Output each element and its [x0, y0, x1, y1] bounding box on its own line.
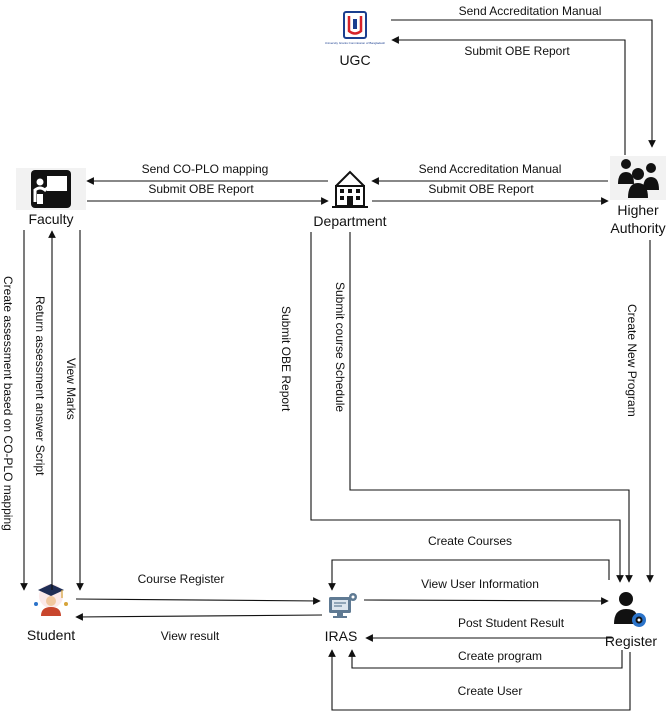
edge-dept-to-register-obe: Submit OBE Report	[279, 232, 624, 583]
teacher-board-icon	[31, 170, 71, 208]
edge-dept-to-ha: Submit OBE Report	[372, 182, 609, 205]
edge-label: Post Student Result	[458, 616, 565, 630]
edge-label: Create Courses	[428, 534, 512, 548]
edge-dept-to-faculty: Send CO-PLO mapping	[86, 162, 328, 185]
edge-label: Submit course Schedule	[333, 282, 347, 412]
edge-student-to-iras: Course Register	[75, 572, 321, 605]
node-student: Student	[27, 584, 75, 643]
edge-label: Create assessment based on CO-PLO mappin…	[1, 276, 15, 531]
student-label: Student	[27, 627, 75, 643]
edge-ugc-to-ha: Submit OBE Report	[391, 36, 626, 155]
edge-ha-to-ugc: Send Accreditation Manual	[391, 4, 656, 148]
edge-iras-to-student: View result	[75, 613, 323, 643]
node-iras: IRAS	[325, 593, 358, 644]
ugc-label: UGC	[339, 52, 370, 68]
edge-label: Submit OBE Report	[428, 182, 534, 196]
edge-faculty-to-student-create: Create assessment based on CO-PLO mappin…	[1, 230, 28, 591]
edge-register-to-iras-user: Create User	[328, 649, 631, 711]
edge-label: View Marks	[64, 358, 78, 420]
ugc-logo-icon	[343, 11, 367, 39]
edge-dept-to-register-schedule: Submit course Schedule	[333, 232, 633, 583]
node-register: Register	[605, 592, 657, 649]
edge-label: Send Accreditation Manual	[419, 162, 562, 176]
register-label: Register	[605, 633, 657, 649]
edge-label: Create program	[458, 649, 542, 663]
group-people-icon	[618, 159, 659, 198]
higher-authority-label-line1: Higher	[617, 202, 659, 218]
edge-register-to-iras-courses: Create Courses	[328, 534, 610, 591]
edge-label: Submit OBE Report	[464, 44, 570, 58]
department-label: Department	[313, 213, 386, 229]
computer-system-icon	[329, 593, 357, 618]
node-ugc: University Grants Commission of Banglade…	[325, 11, 386, 68]
edge-label: View result	[161, 629, 220, 643]
node-faculty: Faculty	[16, 168, 86, 227]
higher-authority-label-line2: Authority	[610, 220, 665, 236]
edge-faculty-to-student-marks: View Marks	[64, 230, 84, 591]
edge-register-to-iras-post: Post Student Result	[365, 616, 612, 642]
edge-register-to-iras-program: Create program	[348, 649, 623, 669]
edge-label: Submit OBE Report	[148, 182, 254, 196]
user-gear-icon	[614, 592, 646, 627]
graduate-student-icon	[34, 584, 68, 616]
iras-label: IRAS	[325, 628, 358, 644]
edge-label: Course Register	[138, 572, 225, 586]
edge-label: Create New Program	[625, 304, 639, 417]
edge-label: Send CO-PLO mapping	[142, 162, 269, 176]
edge-label: View User Information	[421, 577, 539, 591]
edge-label: Submit OBE Report	[279, 306, 293, 412]
edge-label: Return assessment answer Script	[33, 296, 47, 476]
edge-label: Create User	[458, 684, 523, 698]
node-department: Department	[313, 170, 387, 229]
edge-iras-to-register-info: View User Information	[363, 577, 609, 605]
building-icon	[332, 170, 368, 208]
edge-label: Send Accreditation Manual	[459, 4, 602, 18]
edge-ha-to-dept: Send Accreditation Manual	[371, 162, 608, 185]
faculty-label: Faculty	[28, 211, 73, 227]
edge-faculty-to-dept: Submit OBE Report	[87, 182, 329, 205]
node-higher-authority: Higher Authority	[610, 156, 666, 236]
ugc-logo-text: University Grants Commission of Banglade…	[325, 41, 386, 45]
edge-ha-to-register: Create New Program	[625, 240, 654, 583]
edge-student-to-faculty-return: Return assessment answer Script	[33, 230, 56, 590]
